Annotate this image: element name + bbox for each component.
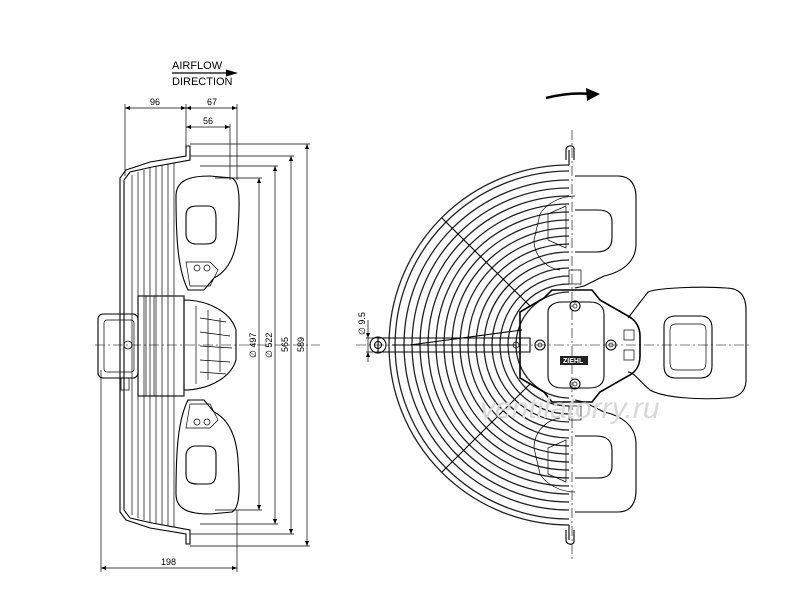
dim-56: 56 xyxy=(203,116,213,126)
front-blade-top xyxy=(533,175,637,289)
dim-565: 565 xyxy=(280,337,290,352)
dim-67: 67 xyxy=(207,97,217,107)
airflow-label-line1: AIRFLOW xyxy=(172,60,223,72)
top-dimensions: 96 67 56 xyxy=(124,97,238,180)
airflow-arrow-icon xyxy=(172,69,238,77)
front-blade-bottom xyxy=(533,399,637,513)
watermark-text: ventilatorry.ru xyxy=(480,392,660,425)
dim-96: 96 xyxy=(150,97,160,107)
airflow-label-line2: DIRECTION xyxy=(172,76,233,88)
front-hub: ZIEHL xyxy=(519,269,641,421)
dim-dia-9-5: ∅ 9.5 xyxy=(357,312,367,335)
front-blade-right xyxy=(627,286,747,400)
dim-589: 589 xyxy=(296,337,306,352)
mounting-bracket-top xyxy=(565,145,575,165)
mounting-arm-left xyxy=(369,336,531,354)
front-guard-rings xyxy=(388,164,570,526)
airflow-direction-label: AIRFLOW DIRECTION xyxy=(172,60,238,88)
front-view: ∅ 9.5 ZIEHL xyxy=(356,88,752,560)
bottom-dimension: 198 xyxy=(100,370,238,572)
brand-logo-plate xyxy=(560,356,588,365)
vertical-dimensions: ∅ 497 ∅ 522 565 589 xyxy=(190,143,310,547)
dim-198: 198 xyxy=(161,557,176,567)
brand-logo-text: ZIEHL xyxy=(563,358,584,365)
dim-dia-497: ∅ 497 xyxy=(248,333,258,358)
side-blade-bottom xyxy=(175,399,240,515)
side-motor xyxy=(97,295,237,397)
rotation-arrow-icon xyxy=(545,88,600,101)
hole-diameter-dimension: ∅ 9.5 xyxy=(357,312,380,362)
side-view: 96 67 56 198 xyxy=(95,97,320,572)
mounting-bracket-bottom xyxy=(565,525,575,545)
side-blade-top xyxy=(175,175,240,291)
side-guard-grille xyxy=(119,145,191,545)
dim-dia-522: ∅ 522 xyxy=(264,333,274,358)
